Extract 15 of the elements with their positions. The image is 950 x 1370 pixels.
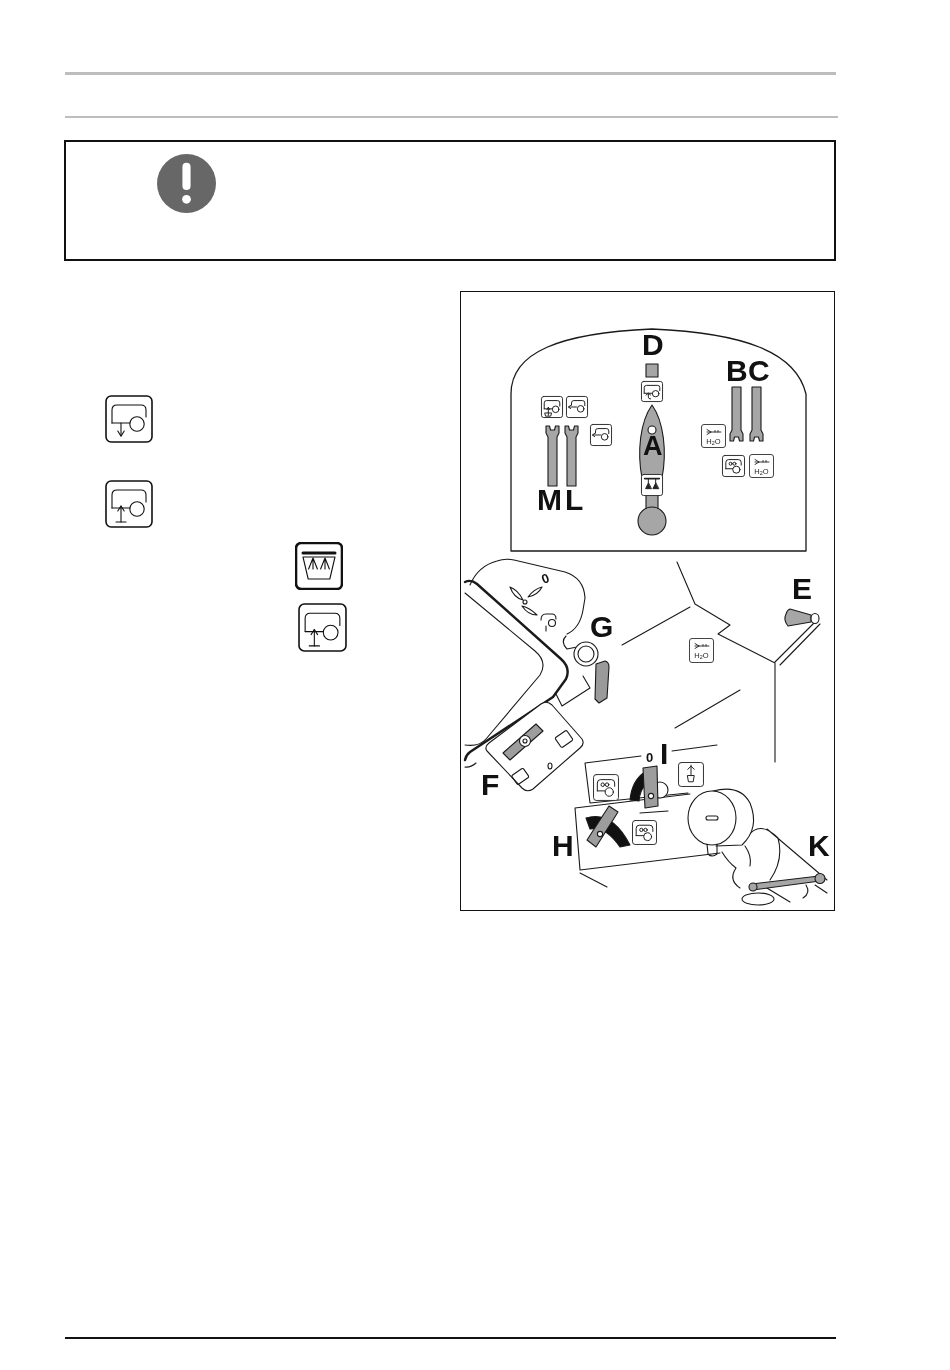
callout-letter: G <box>590 615 614 639</box>
callout-letter: B <box>726 359 748 383</box>
callout-letter: K <box>808 834 830 858</box>
callout-letter: L <box>565 488 584 512</box>
callout-letter: E <box>792 577 812 601</box>
position-mark: 0 <box>646 753 654 764</box>
position-mark: 0 <box>540 573 551 586</box>
callout-letter: M <box>537 488 562 512</box>
callout-letter: F <box>481 773 500 797</box>
callout-letter: I <box>660 742 669 766</box>
callout-letter: A <box>643 436 663 458</box>
callout-letter: D <box>642 333 664 357</box>
callout-letter: H <box>552 834 574 858</box>
notice-box <box>64 140 836 261</box>
callout-letter: C <box>748 359 770 383</box>
